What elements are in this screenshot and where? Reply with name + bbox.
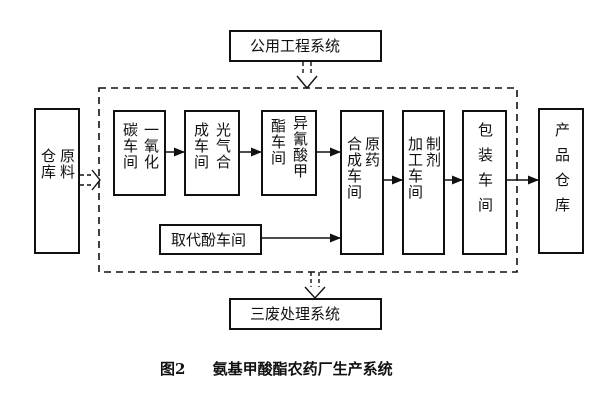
packaging-workshop-box: 包装车间 [462, 110, 507, 255]
waste-arrow [304, 272, 326, 300]
co-workshop-label-col2: 一氧化 [142, 122, 160, 170]
synthesis-workshop-box: 合成车间 原药 [340, 110, 384, 255]
packaging-workshop-label: 包装车间 [476, 122, 494, 222]
methyl-isocyanate-workshop-box: 酯车间 异氰酸甲 [261, 110, 317, 196]
utility-system-box: 公用工程系统 [229, 30, 382, 62]
raw-warehouse-label-col2: 原料 [58, 148, 76, 180]
raw-material-warehouse-box: 仓库 原料 [34, 108, 80, 254]
utility-system-label: 公用工程系统 [250, 37, 341, 55]
co-workshop-label-col1: 碳车间 [121, 122, 139, 170]
substituted-phenol-label: 取代酚车间 [171, 231, 247, 249]
waste-treatment-system-box: 三废处理系统 [229, 298, 382, 330]
formulation-workshop-label-col2: 制剂 [424, 136, 442, 168]
product-warehouse-box: 产品仓库 [538, 108, 584, 254]
substituted-phenol-workshop-box: 取代酚车间 [159, 224, 262, 255]
formulation-workshop-box: 加工车间 制剂 [402, 110, 445, 255]
phosgene-workshop-label-col2: 光气合 [214, 122, 232, 170]
phosgene-workshop-box: 成车间 光气合 [184, 110, 240, 196]
co-workshop-box: 碳车间 一氧化 [113, 110, 166, 196]
raw-warehouse-label-col1: 仓库 [39, 148, 57, 180]
isocyanate-workshop-label-col1: 酯车间 [269, 118, 287, 166]
phosgene-workshop-label-col1: 成车间 [192, 122, 210, 170]
isocyanate-workshop-label-col2: 异氰酸甲 [291, 115, 309, 179]
figure-caption: 图2 氨基甲酸酯农药厂生产系统 [160, 358, 393, 379]
formulation-workshop-label-col1: 加工车间 [406, 136, 424, 200]
synthesis-workshop-label-col1: 合成车间 [345, 136, 363, 200]
figure-title: 氨基甲酸酯农药厂生产系统 [212, 360, 393, 378]
raw-arrow [80, 169, 101, 191]
utility-arrow [296, 62, 318, 90]
waste-treatment-label: 三废处理系统 [250, 305, 341, 323]
product-warehouse-label: 产品仓库 [553, 122, 571, 222]
figure-number: 图2 [160, 360, 186, 378]
synthesis-workshop-label-col2: 原药 [363, 136, 381, 168]
